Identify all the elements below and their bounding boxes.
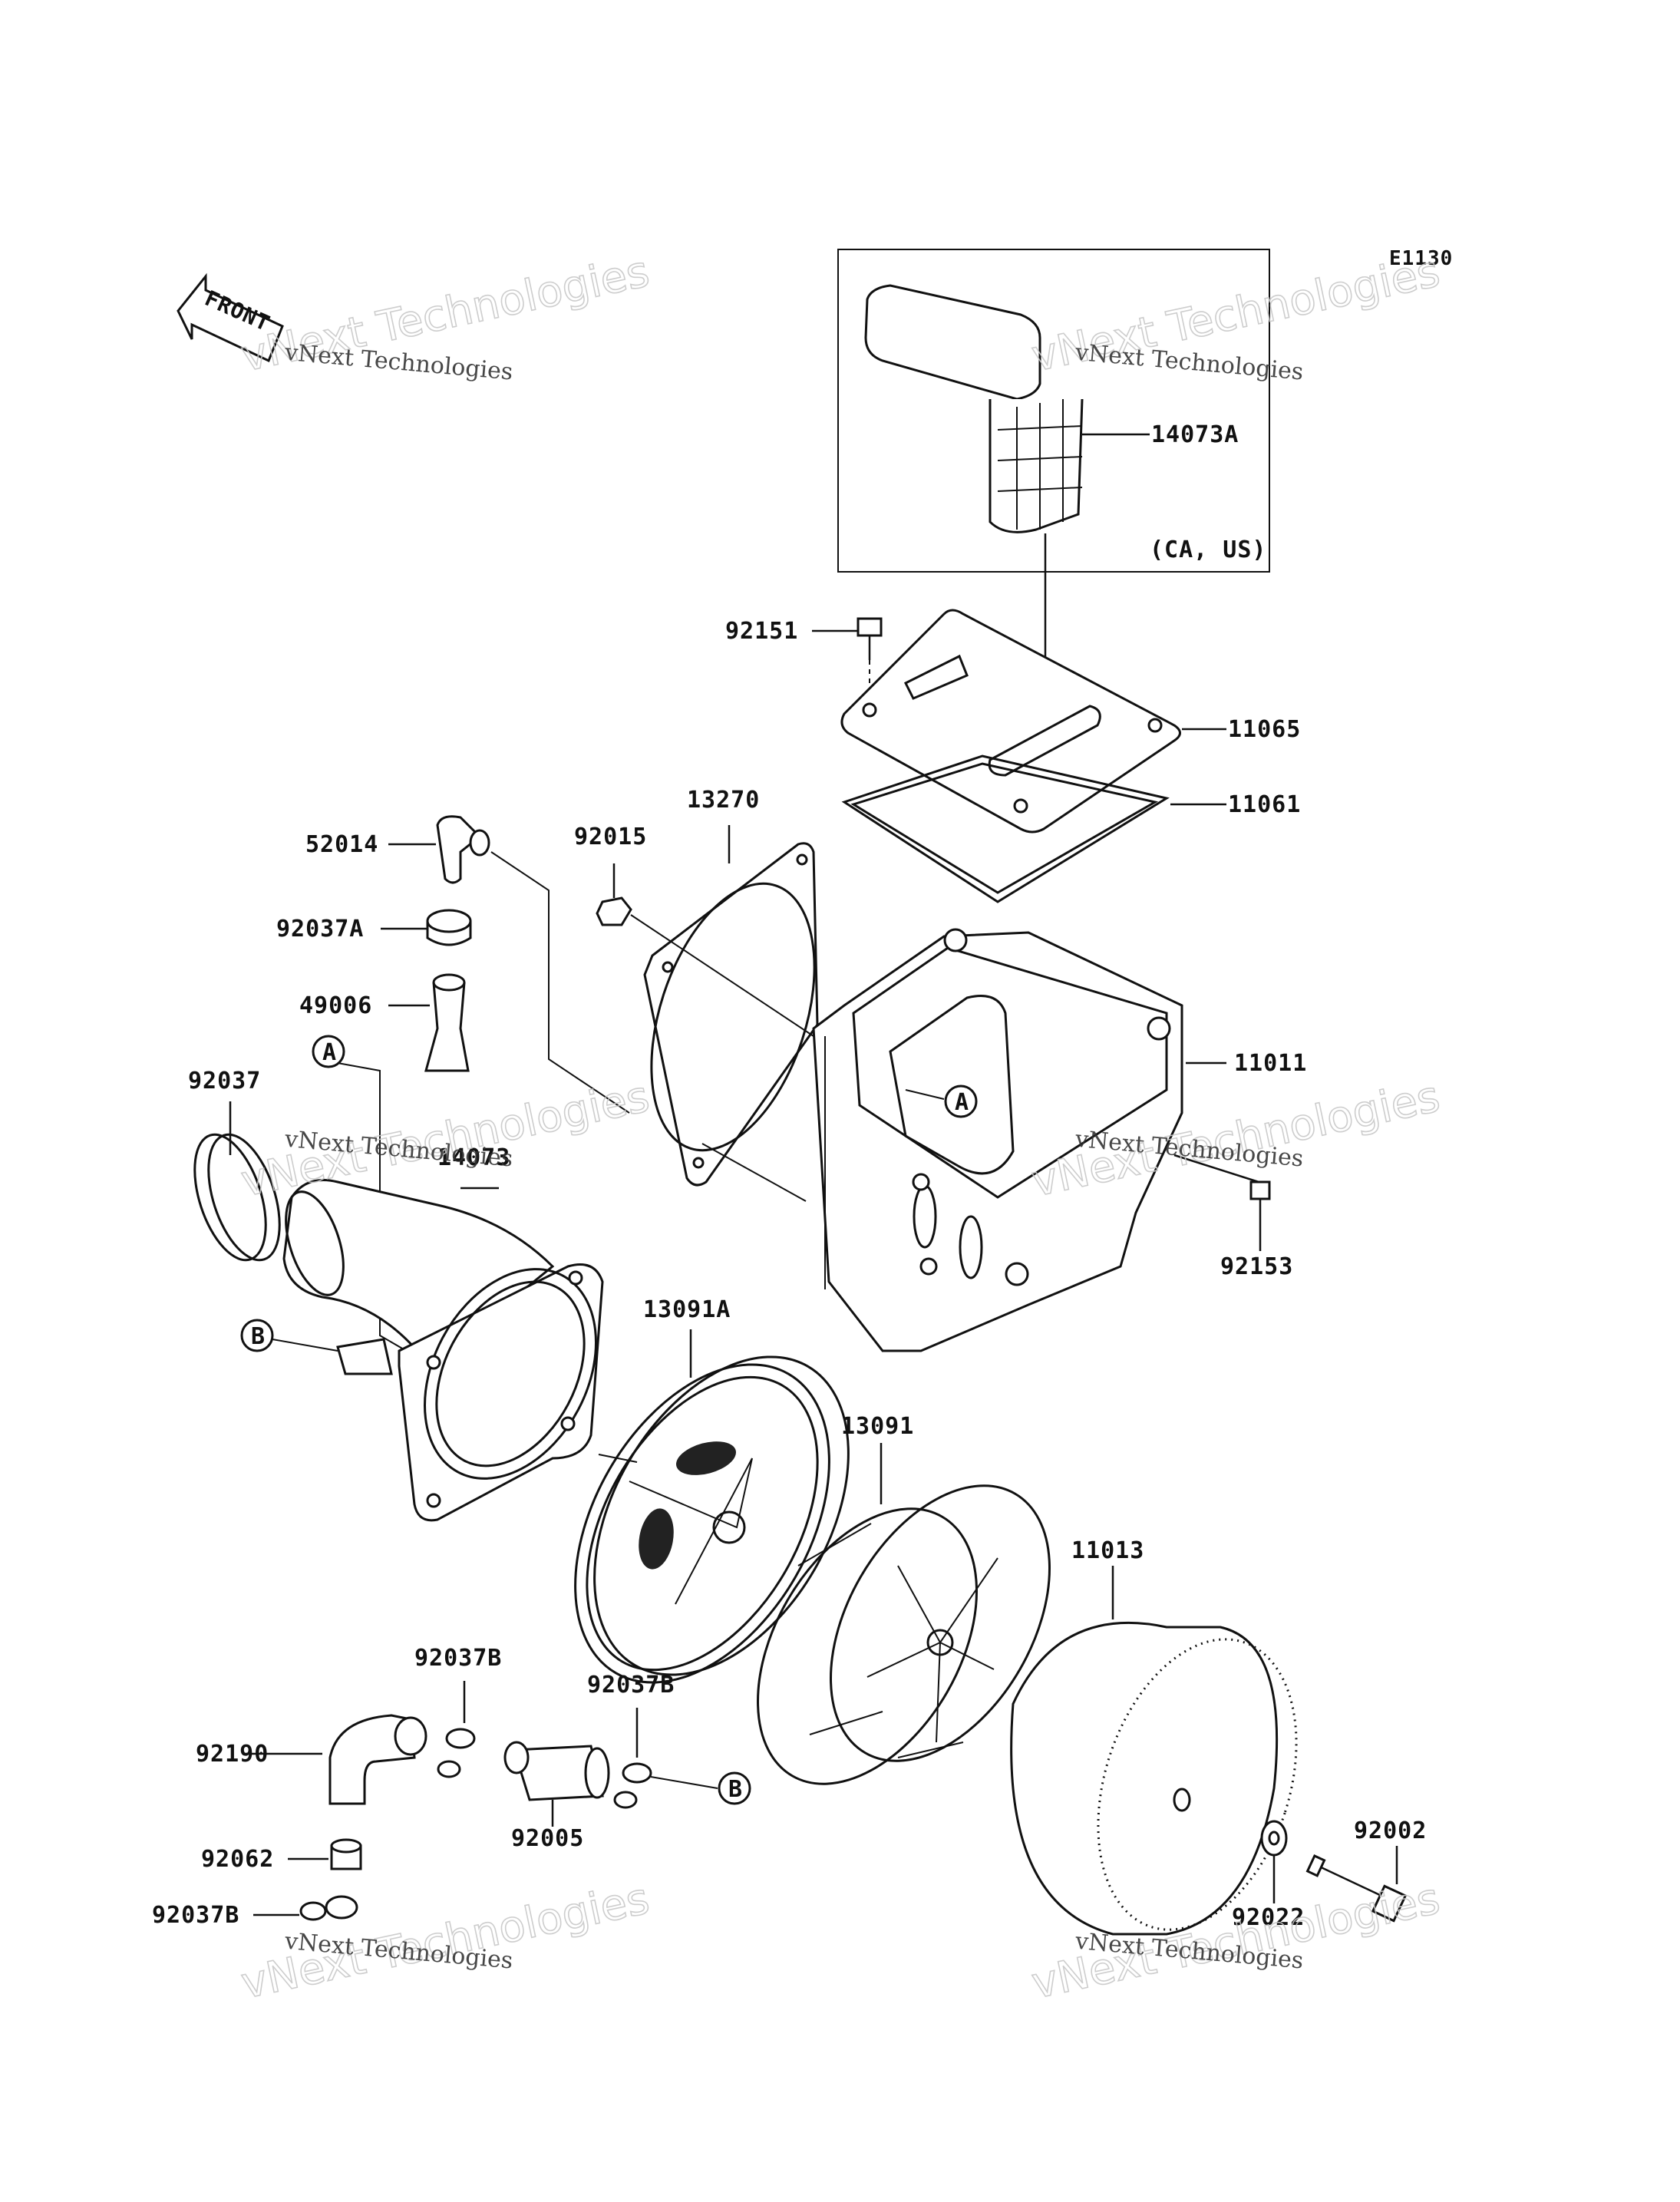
gasket-13270 (643, 842, 819, 1187)
clip-92037b-icon (437, 1728, 476, 1778)
callout-11061: 11061 (1228, 791, 1301, 818)
callout-92015: 92015 (574, 824, 647, 850)
bolt-92002-icon (1305, 1854, 1408, 1923)
callout-11011: 11011 (1234, 1050, 1307, 1077)
callout-92002: 92002 (1354, 1817, 1427, 1844)
clip-92037b-icon (299, 1895, 358, 1921)
elbow-52014-icon (436, 815, 490, 884)
backplate-13091a (574, 1355, 850, 1684)
bolt-92151-icon (857, 617, 883, 660)
duct-nipple (336, 1338, 393, 1375)
callout-13270: 13270 (687, 787, 760, 814)
cover-11065 (840, 609, 1181, 834)
ref-circle-a-icon (944, 1084, 978, 1118)
housing-11011 (812, 928, 1183, 1352)
callout-92037A: 92037A (276, 916, 364, 943)
clip-92037b-icon (613, 1762, 652, 1809)
callout-92062: 92062 (201, 1846, 274, 1873)
clamp-92037-icon (193, 1133, 281, 1262)
callout-14073A: 14073A (1151, 421, 1239, 448)
callout-92037B-2: 92037B (587, 1672, 675, 1699)
callout-52014: 52014 (305, 831, 378, 858)
gasket-11061 (841, 754, 1170, 903)
ref-b-2: B (728, 1776, 742, 1803)
callout-92037B-1: 92037B (414, 1645, 502, 1672)
ref-circle-b-icon (240, 1319, 274, 1352)
ref-a-2: A (955, 1089, 969, 1116)
washer-92022-icon (1260, 1820, 1288, 1857)
callout-92153: 92153 (1220, 1253, 1293, 1280)
nut-92015-icon (596, 896, 632, 926)
duct-14073 (282, 1179, 604, 1522)
callout-92037B-3: 92037B (152, 1902, 239, 1929)
cap-92062-icon (330, 1838, 362, 1870)
clip-92037a-icon (426, 909, 472, 946)
callout-92022: 92022 (1232, 1904, 1305, 1931)
snorkel-14073a (864, 284, 1084, 533)
variant-note: (CA, US) (1150, 536, 1267, 563)
foam-element-11013 (1010, 1621, 1298, 1936)
callout-13091A: 13091A (643, 1296, 731, 1323)
callout-13091: 13091 (841, 1413, 914, 1440)
hose-92190-icon (328, 1714, 427, 1805)
ref-circle-b-icon (718, 1771, 751, 1805)
callout-92151: 92151 (725, 618, 798, 645)
pipe-92005-icon (503, 1741, 610, 1801)
callout-14073: 14073 (437, 1144, 510, 1171)
callout-11065: 11065 (1228, 716, 1301, 743)
ref-circle-a-icon (312, 1035, 345, 1068)
callout-92037: 92037 (188, 1068, 261, 1094)
diagram-code: E1130 (1389, 247, 1453, 270)
callout-92005: 92005 (511, 1825, 584, 1852)
valve-49006-icon (424, 973, 470, 1072)
variant-box: (CA, US) (837, 249, 1270, 573)
bolt-92153-icon (1173, 1154, 1271, 1200)
callout-49006: 49006 (299, 992, 372, 1019)
ref-a-1: A (322, 1039, 336, 1066)
filter-cage-13091 (757, 1484, 1051, 1785)
callout-92190: 92190 (196, 1741, 269, 1768)
callout-11013: 11013 (1071, 1537, 1144, 1564)
ref-b-1: B (251, 1323, 265, 1350)
